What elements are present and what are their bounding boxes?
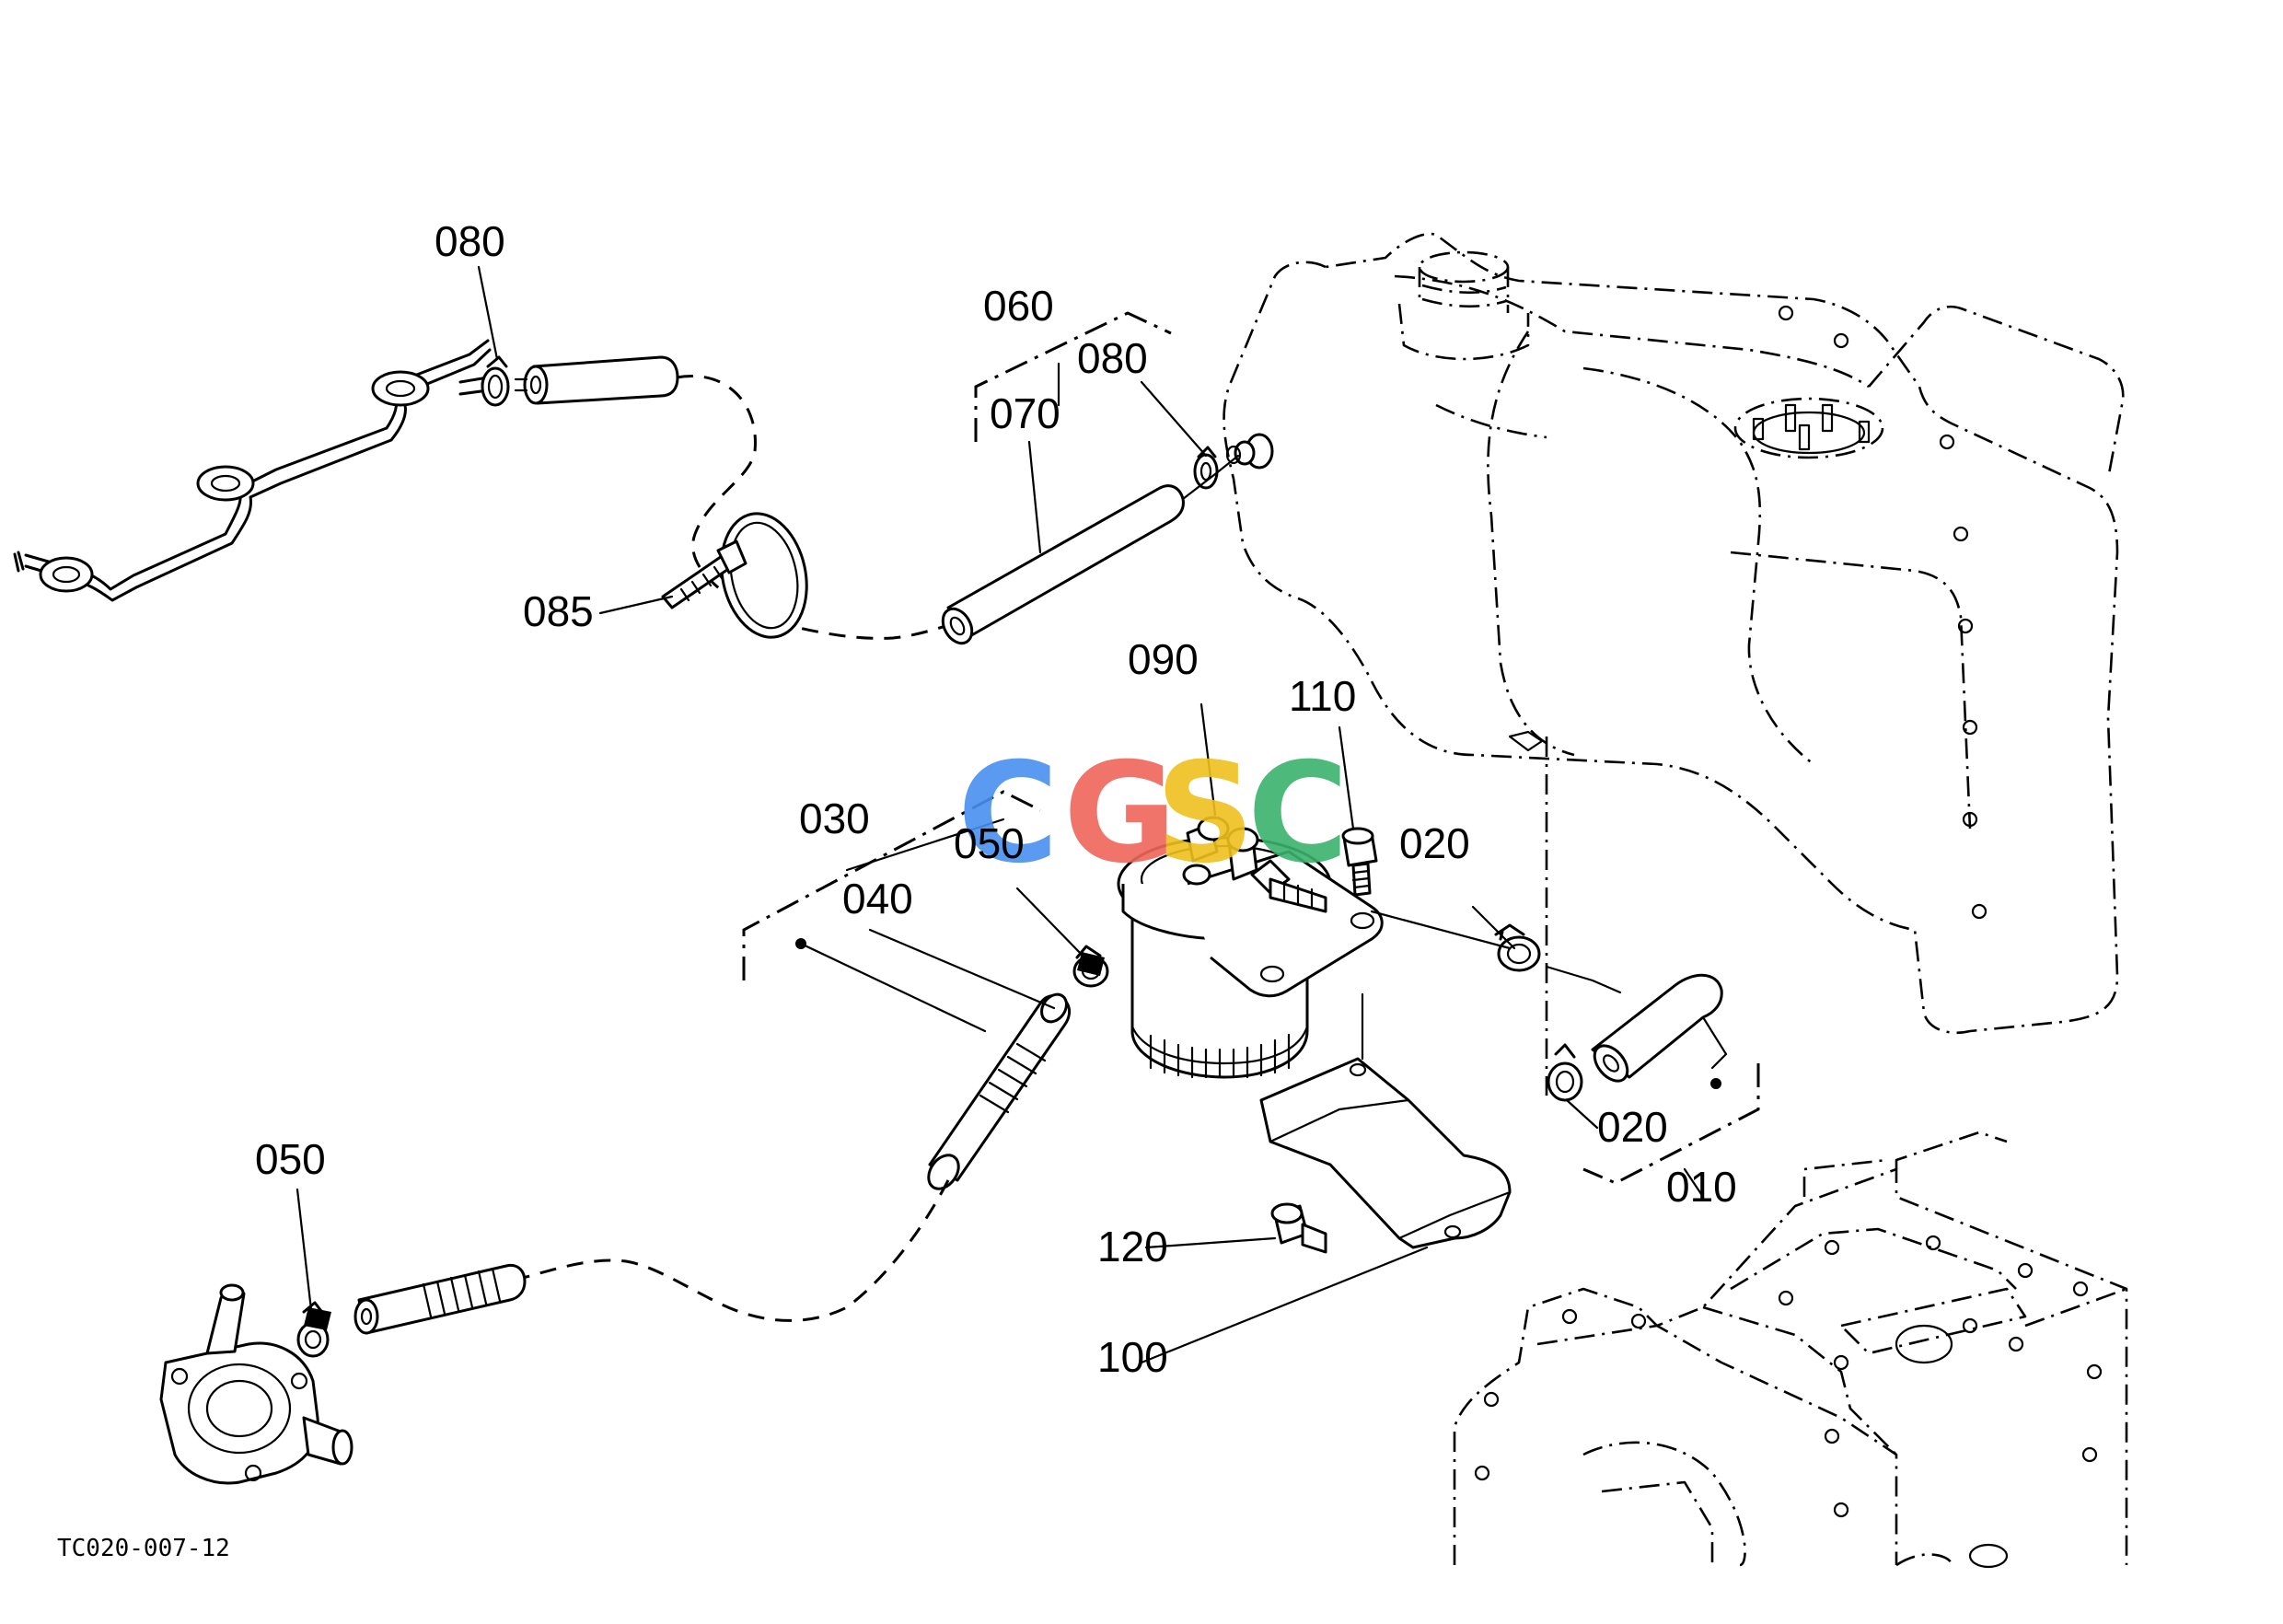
label-085: 085: [523, 587, 594, 635]
hose-clip-050-lower: [296, 1301, 331, 1358]
bracket-010: [1582, 1063, 1760, 1185]
hose-040: [927, 992, 1072, 1190]
hose-clip-050-upper: [1072, 945, 1109, 988]
label-050-lower: 050: [255, 1135, 326, 1183]
hose-clip-080-left: [481, 355, 510, 407]
hose-clip-020-upper: [1494, 923, 1541, 972]
bracket-100: [1259, 1057, 1512, 1249]
return-hose-010: [1591, 973, 1728, 1089]
hose-clip-020-lower: [1547, 1043, 1583, 1102]
label-040: 040: [842, 875, 913, 922]
fuel-pump: [159, 1283, 353, 1485]
label-100: 100: [1097, 1333, 1168, 1381]
watermark-letter-c2: C: [1247, 734, 1349, 894]
routing-line-lower: [515, 1179, 950, 1322]
label-080-left: 080: [435, 217, 505, 265]
watermark-letter-c1: C: [957, 734, 1059, 894]
watermark-letter-s: S: [1155, 734, 1255, 894]
label-090: 090: [1128, 635, 1199, 683]
fuel-tank: [1223, 232, 2125, 1035]
diagram-code: TC020-007-12: [57, 1535, 230, 1562]
label-020-lower: 020: [1597, 1103, 1668, 1151]
hose-070-to-tank: [1181, 454, 1240, 501]
watermark-letter-g: G: [1063, 734, 1176, 894]
cable-tie-085: [661, 512, 808, 639]
fuel-filter-090: [1117, 816, 1384, 1079]
fuel-pipe: [13, 339, 499, 602]
bolt-110: [1341, 827, 1378, 897]
label-120: 120: [1097, 1223, 1168, 1270]
watermark: C G S C: [957, 734, 1349, 894]
engine-block: [1453, 1131, 2128, 1569]
leader-lines: [296, 265, 1705, 1364]
part-labels: 080 060 080 070 085 090 110 030 050 020 …: [255, 217, 1737, 1381]
routing-line-upper: [676, 375, 963, 640]
label-070: 070: [990, 389, 1060, 437]
leader-030-hose: [799, 942, 987, 1033]
label-060: 060: [983, 282, 1054, 330]
label-050-upper: 050: [954, 819, 1025, 867]
tank-return-fitting: [1508, 730, 1544, 752]
bolt-120: [1270, 1202, 1327, 1254]
label-010: 010: [1666, 1163, 1737, 1211]
label-020-upper: 020: [1399, 819, 1470, 867]
hose-010-routing: [1370, 910, 1622, 994]
label-110: 110: [1289, 672, 1356, 720]
short-hose: [514, 355, 679, 405]
bracket-060: [974, 311, 1172, 442]
label-030: 030: [799, 795, 870, 842]
lower-hose: [353, 1263, 527, 1335]
hose-070: [941, 484, 1185, 645]
label-080-right: 080: [1077, 334, 1148, 382]
